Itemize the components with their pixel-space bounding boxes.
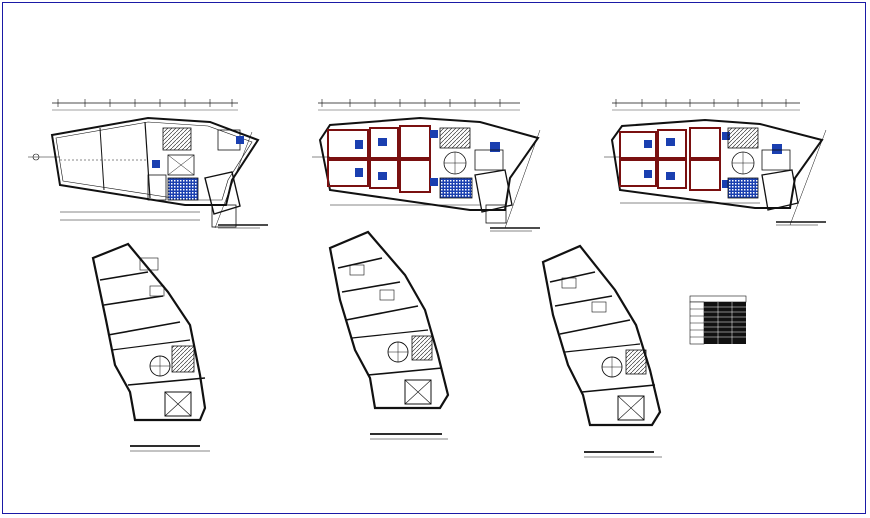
plan-level-2 [312, 99, 541, 232]
legend-table [689, 295, 747, 345]
plan-level-1 [28, 99, 268, 229]
plan-detail-a [91, 242, 210, 452]
plan-level-3 [604, 99, 827, 226]
plan-detail-b [328, 230, 450, 440]
plan-detail-c [541, 244, 662, 458]
